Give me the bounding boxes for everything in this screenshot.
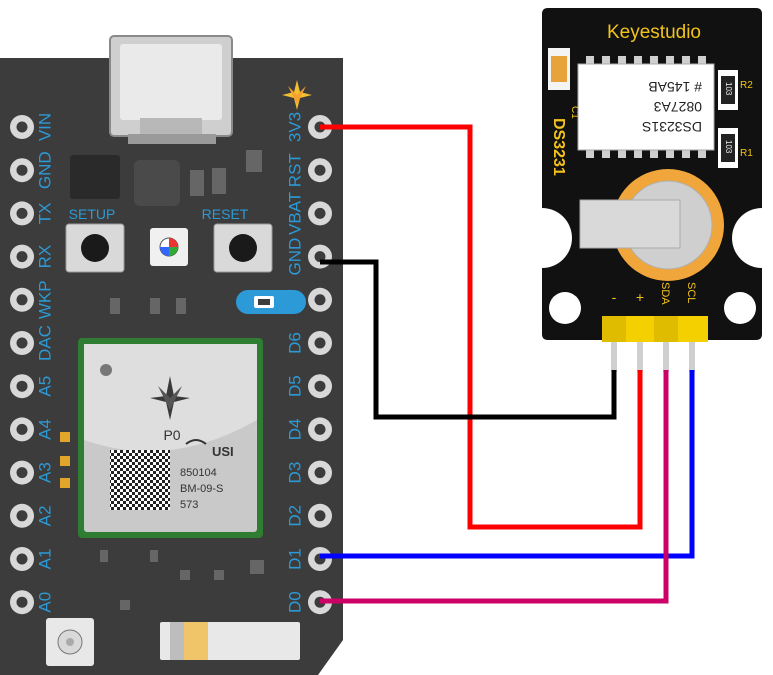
- reset-button[interactable]: RESET: [202, 206, 273, 273]
- right-pin-label-d2: D2: [285, 505, 304, 527]
- rtc-module: Keyestudio C1 DS3231S 0827A3: [532, 8, 772, 372]
- right-pin-label-gnd: GND: [285, 238, 304, 276]
- smd-components: [70, 150, 264, 610]
- setup-label: SETUP: [69, 206, 116, 222]
- left-pin-label-a3: A3: [35, 462, 54, 483]
- left-pin-row: [10, 115, 34, 615]
- module-line1: 850104: [180, 467, 217, 479]
- rtc-pin-minus: -: [612, 289, 617, 305]
- left-pin-hole-10: [16, 553, 28, 565]
- left-pin-label-a5: A5: [35, 376, 54, 397]
- left-pin-hole-7: [16, 423, 28, 435]
- ic-chip: DS3231S 0827A3 # 145AB: [577, 56, 715, 158]
- d7-led: [236, 290, 306, 314]
- r2-code: 103: [724, 82, 733, 96]
- rtc-model: DS3231: [550, 118, 567, 176]
- right-pin-label-d5: D5: [285, 375, 304, 397]
- right-pin-label-d6: D6: [285, 332, 304, 354]
- left-pin-label-gnd: GND: [35, 151, 54, 189]
- rtc-pin-scl: SCL: [685, 282, 697, 303]
- left-pin-hole-11: [16, 596, 28, 608]
- left-pin-label-rx: RX: [35, 245, 54, 269]
- setup-button[interactable]: SETUP: [65, 206, 125, 273]
- chip-line-1: DS3231S: [642, 119, 702, 135]
- module-line3: 573: [180, 499, 198, 511]
- right-pin-labels: 3V3RSTVBATGNDD7D6D5D4D3D2D1D0: [285, 112, 304, 613]
- left-pin-label-dac: DAC: [35, 325, 54, 361]
- right-pin-hole-3: [314, 251, 326, 263]
- rtc-header: [602, 316, 708, 372]
- module-star-logo: [150, 376, 190, 420]
- right-pin-label-3v3: 3V3: [285, 112, 304, 142]
- right-pin-label-d1: D1: [285, 548, 304, 570]
- chip-antenna: [160, 622, 300, 660]
- usb-connector: [109, 35, 233, 144]
- left-pin-hole-8: [16, 467, 28, 479]
- reset-label: RESET: [202, 206, 249, 222]
- coin-cell: [579, 169, 724, 281]
- right-pin-label-rst: RST: [285, 153, 304, 187]
- right-pin-label-d0: D0: [285, 591, 304, 613]
- resistor-r2: R2 103: [718, 70, 753, 110]
- left-pin-hole-5: [16, 337, 28, 349]
- module-line2: BM-09-S: [180, 483, 223, 495]
- right-pin-hole-8: [314, 467, 326, 479]
- r2-label: R2: [740, 80, 753, 91]
- wire-d0-to-sda: [320, 370, 669, 604]
- usi-logo: USI: [185, 439, 234, 459]
- cap-label: C1: [569, 106, 580, 119]
- resistor-r1: R1 103: [718, 128, 753, 168]
- r1-code: 103: [724, 140, 733, 154]
- left-pin-label-tx: TX: [35, 203, 54, 225]
- rtc-pin-sda: SDA: [659, 282, 671, 305]
- r1-label: R1: [740, 148, 753, 159]
- antenna-connector: [46, 618, 94, 666]
- right-pin-hole-6: [314, 380, 326, 392]
- left-pin-hole-9: [16, 510, 28, 522]
- module-brand: USI: [212, 444, 234, 459]
- left-pin-label-vin: VIN: [35, 113, 54, 141]
- left-pin-hole-2: [16, 207, 28, 219]
- wire-gnd-to-minus: [320, 259, 617, 420]
- left-pin-hole-0: [16, 121, 28, 133]
- module-datamatrix: [110, 450, 170, 510]
- right-pin-hole-9: [314, 510, 326, 522]
- left-pin-label-wkp: WKP: [35, 280, 54, 319]
- left-pin-hole-3: [16, 251, 28, 263]
- module-name: P0: [163, 427, 180, 443]
- right-pin-hole-4: [314, 294, 326, 306]
- right-pin-label-d3: D3: [285, 462, 304, 484]
- wire-d1-to-scl: [320, 370, 695, 559]
- right-pin-hole-7: [314, 423, 326, 435]
- left-pin-label-a1: A1: [35, 549, 54, 570]
- rtc-pin-plus: +: [636, 289, 644, 305]
- left-pin-label-a0: A0: [35, 592, 54, 613]
- left-pin-hole-1: [16, 164, 28, 176]
- right-pin-hole-2: [314, 207, 326, 219]
- star-marker: [282, 80, 312, 110]
- wire-3v3-to-plus: [320, 124, 643, 530]
- rgb-led: [150, 228, 188, 266]
- chip-line-2: 0827A3: [654, 99, 702, 115]
- left-pin-hole-6: [16, 380, 28, 392]
- wires: [320, 124, 695, 604]
- left-pin-hole-4: [16, 294, 28, 306]
- rtc-brand: Keyestudio: [607, 22, 701, 43]
- capacitor-c1: C1: [548, 48, 580, 119]
- right-pin-label-d4: D4: [285, 419, 304, 441]
- chip-line-3: # 145AB: [648, 79, 702, 95]
- gold-pads: [60, 432, 70, 488]
- right-pin-label-vbat: VBAT: [285, 192, 304, 235]
- right-pin-hole-1: [314, 164, 326, 176]
- left-pin-label-a4: A4: [35, 419, 54, 440]
- wifi-module: P0 USI 850104 BM-09-S 573: [78, 338, 263, 538]
- right-pin-hole-5: [314, 337, 326, 349]
- left-pin-label-a2: A2: [35, 505, 54, 526]
